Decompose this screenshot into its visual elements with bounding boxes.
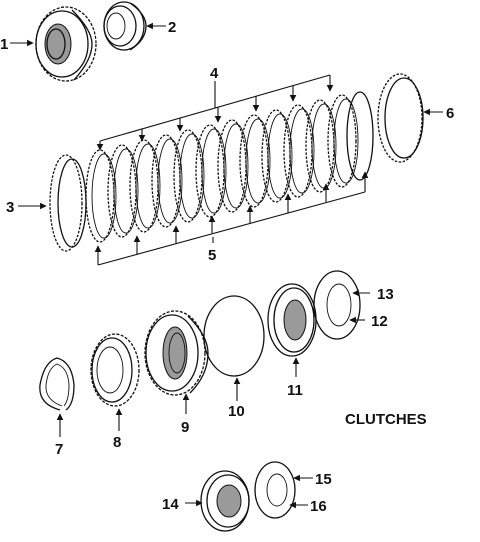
callout-5: 5 — [208, 247, 216, 264]
part-12-washer — [313, 270, 361, 340]
friction-plates — [85, 91, 374, 243]
bracket-5 — [94, 171, 369, 266]
clutch-pack — [49, 73, 424, 252]
callout-10: 10 — [228, 403, 245, 420]
callout-2: 2 — [168, 19, 176, 36]
callout-8: 8 — [113, 434, 121, 451]
callout-15: 15 — [315, 471, 332, 488]
part-14-seal — [200, 470, 250, 532]
part-10-o-ring — [203, 295, 265, 377]
callout-labels: 1 2 3 4 5 6 7 8 9 10 11 12 13 14 15 16 — [0, 19, 454, 515]
callout-13: 13 — [377, 286, 394, 303]
part-2-sleeve — [103, 1, 147, 51]
callout-9: 9 — [181, 419, 189, 436]
callout-3: 3 — [6, 199, 14, 216]
callout-6: 6 — [446, 105, 454, 122]
callout-1: 1 — [0, 36, 8, 53]
diagram-title: CLUTCHES — [345, 411, 427, 428]
callout-14: 14 — [162, 496, 179, 513]
callout-11: 11 — [287, 382, 303, 399]
callout-7: 7 — [55, 441, 63, 458]
callout-4: 4 — [210, 65, 219, 82]
bracket-4 — [96, 74, 334, 151]
part-7-snap-ring — [39, 357, 75, 411]
callout-12: 12 — [371, 313, 388, 330]
part-15-washer — [254, 461, 296, 519]
callout-16: 16 — [310, 498, 327, 515]
part-8-ring — [90, 333, 140, 407]
part-1-hub — [35, 6, 97, 82]
part-9-drum — [144, 310, 209, 396]
part-11-ring — [267, 283, 317, 357]
leader-lines — [10, 22, 443, 509]
